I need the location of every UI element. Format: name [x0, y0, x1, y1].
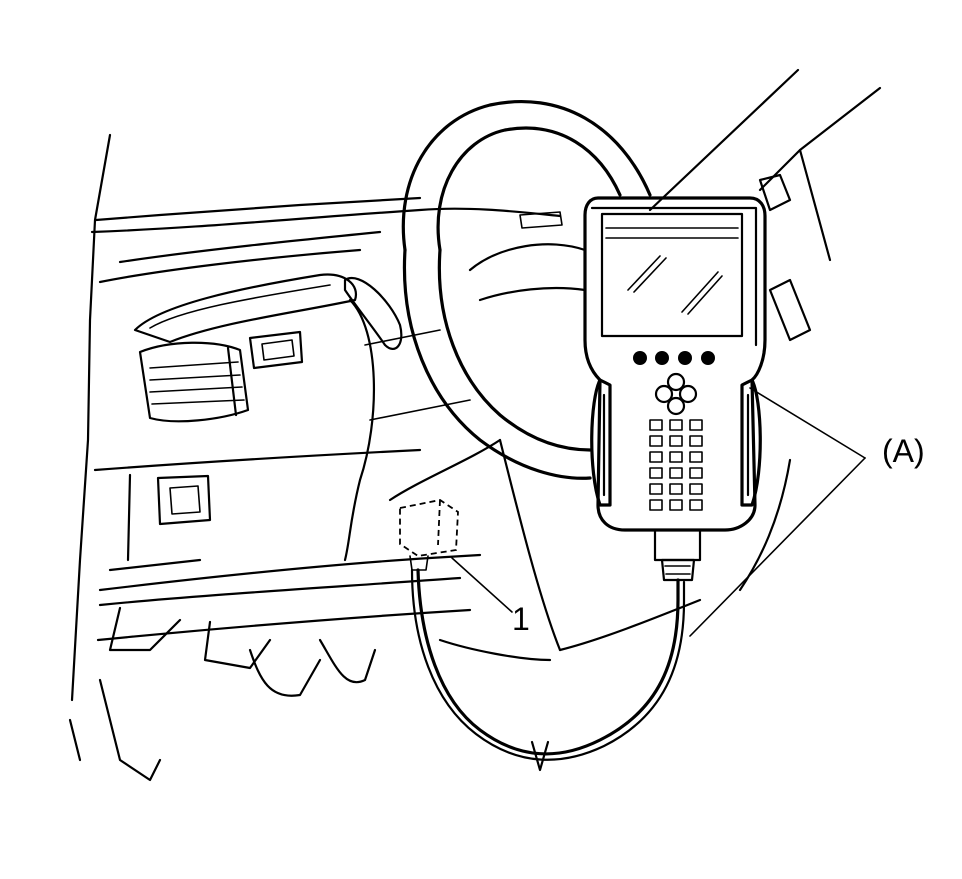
tool-screen [600, 212, 744, 338]
leader-lines [451, 387, 866, 637]
steering-wheel [343, 100, 652, 480]
keypad [649, 372, 703, 511]
tool-cable [410, 568, 686, 772]
dashboard-outline [68, 68, 882, 782]
data-link-connector [399, 499, 459, 571]
function-keys [633, 351, 715, 365]
diagnostic-scan-tool [583, 196, 767, 582]
callout-a-label: (A) [882, 433, 925, 469]
callout-1-label: 1 [512, 601, 530, 637]
left-air-vent [138, 341, 250, 423]
